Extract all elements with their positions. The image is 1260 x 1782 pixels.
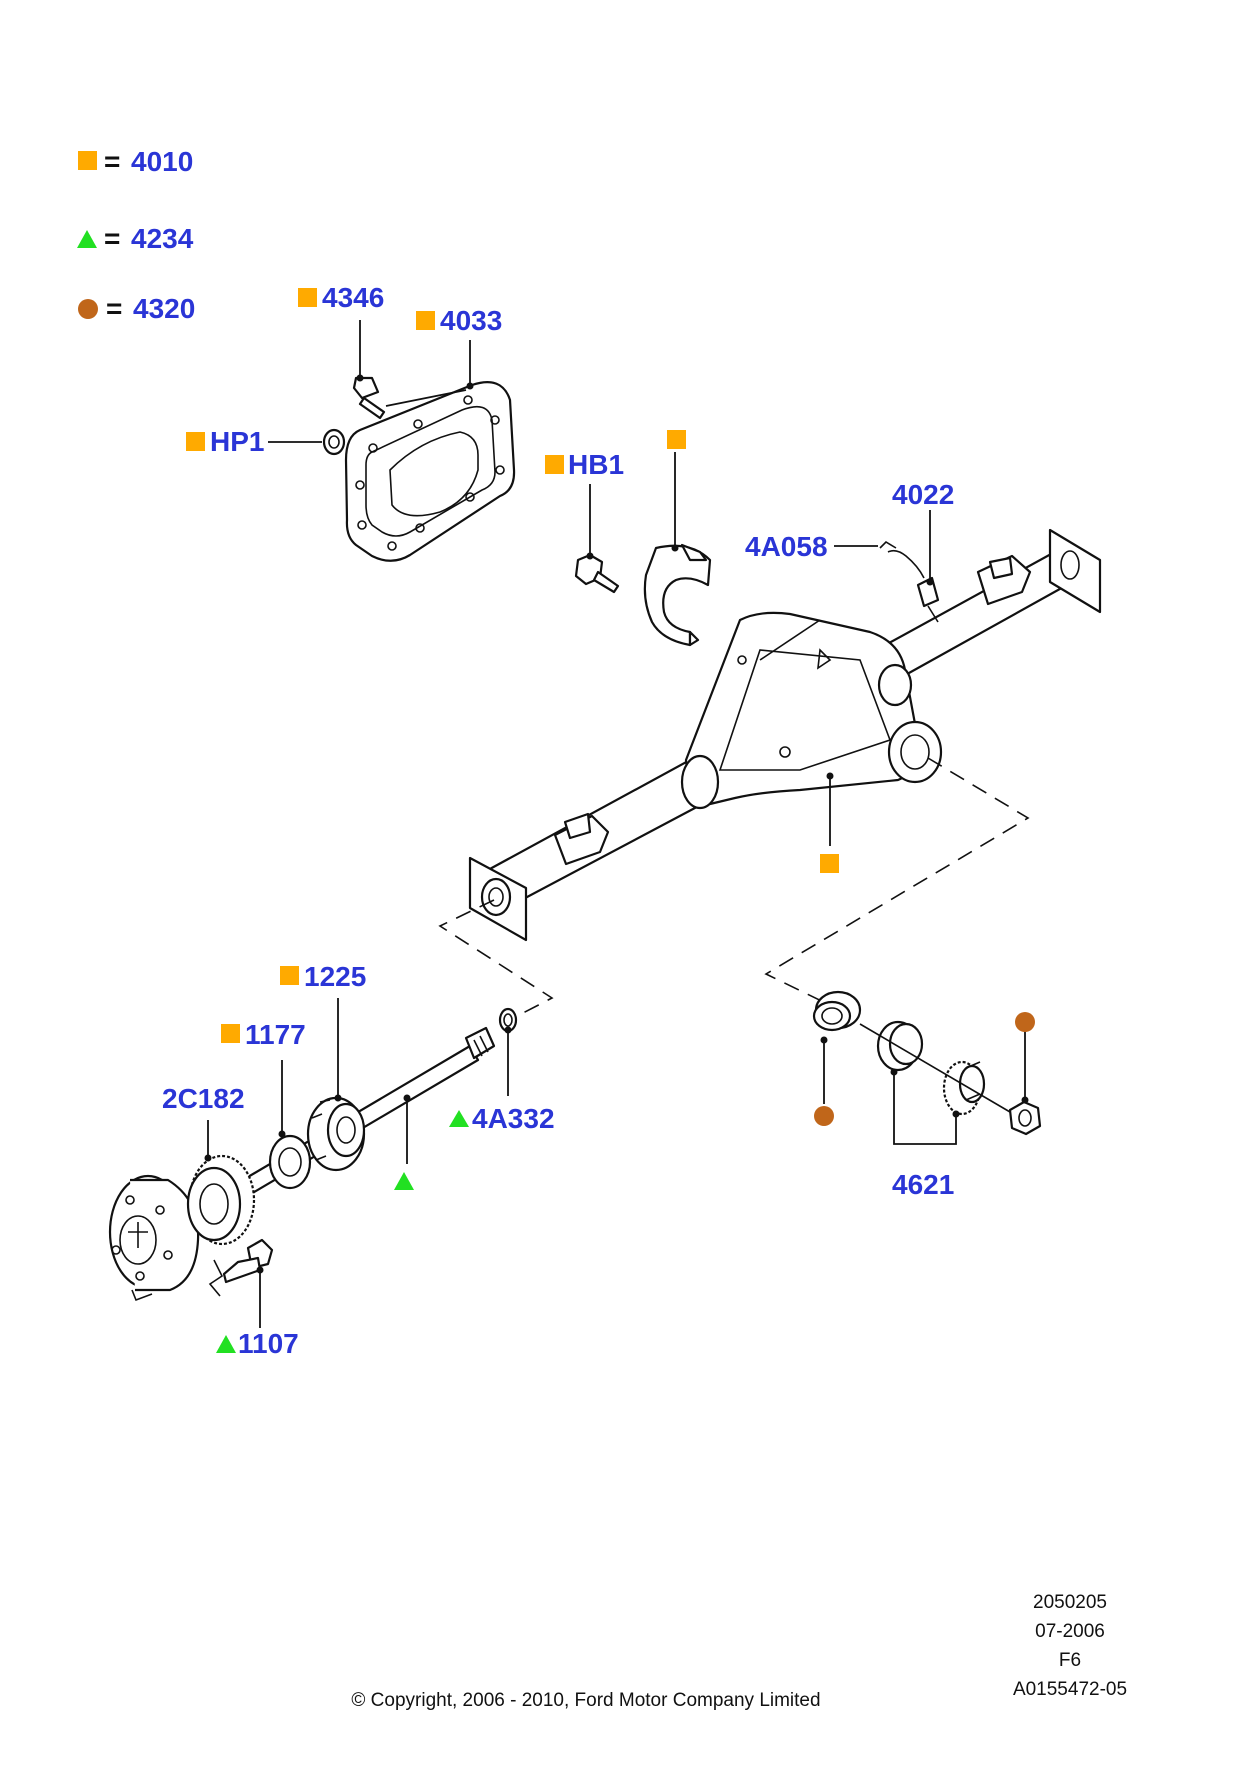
callout-4033: 4033 [440,305,502,336]
callout-4621: 4621 [892,1169,954,1200]
footer-illustration-number: 2050205 [1033,1592,1107,1613]
leader-lines [204,320,1029,1328]
circle-marker-icon [78,299,98,319]
callout-1107: 1107 [238,1328,299,1359]
callout-2c182: 2C182 [162,1083,245,1114]
assembly-lines [438,757,1030,1029]
axle-flange [108,1174,200,1302]
square-marker-icon [820,854,839,873]
legend-equals: = [104,146,120,177]
footer-date: 07-2006 [1035,1621,1105,1642]
triangle-marker-icon [449,1110,469,1127]
square-marker-icon [416,311,435,330]
bearing-retainer [268,1134,312,1190]
callout-hp1: HP1 [210,426,264,457]
square-marker-icon [78,151,97,170]
callout-hb1: HB1 [568,449,624,480]
fill-plug [322,428,346,456]
callout-4a332: 4A332 [472,1103,555,1134]
wheel-bearing [306,1096,366,1172]
pinion-nut [1008,1100,1042,1136]
triangle-marker-icon [77,230,97,248]
square-marker-icon [280,966,299,985]
bearing-cap-bolt [574,553,620,594]
wheel-stud [208,1238,274,1297]
footer-copyright: © Copyright, 2006 - 2010, Ford Motor Com… [351,1690,820,1711]
callout-markers [186,288,1035,1353]
bearing-cap [643,543,712,647]
legend-equals: = [106,293,122,324]
bearing-cup [876,1020,924,1072]
square-marker-icon [298,288,317,307]
callout-4346: 4346 [322,282,384,313]
axle-housing [468,528,1102,942]
bearing-cone [942,1060,986,1116]
footer: 2050205 07-2006 F6 A0155472-05 © Copyrig… [351,1592,1127,1711]
callout-4a058: 4A058 [745,531,828,562]
square-marker-icon [545,455,564,474]
pinion-seal [812,990,862,1032]
square-marker-icon [186,432,205,451]
legend-code-square: 4010 [131,146,193,177]
shaft-line [859,1023,1011,1113]
callout-1225: 1225 [304,961,366,992]
legend-code-circle: 4320 [133,293,195,324]
square-marker-icon [221,1024,240,1043]
cover-bolt [352,376,386,420]
legend-code-triangle: 4234 [131,223,194,254]
legend: = 4010 = 4234 = 4320 [77,146,195,324]
footer-reference: A0155472-05 [1013,1679,1127,1700]
abs-tone-ring [186,1154,256,1246]
callout-4022: 4022 [892,479,954,510]
footer-code: F6 [1059,1650,1081,1671]
circle-marker-icon [1015,1012,1035,1032]
triangle-marker-icon [394,1172,414,1190]
square-marker-icon [667,430,686,449]
circlip [498,1007,518,1033]
circle-marker-icon [814,1106,834,1126]
legend-equals: = [104,223,120,254]
triangle-marker-icon [216,1335,236,1353]
callout-1177: 1177 [245,1019,306,1050]
callout-labels: 4346 4033 HP1 HB1 4022 4A058 1225 1177 2… [162,282,954,1359]
differential-cover [344,381,516,562]
